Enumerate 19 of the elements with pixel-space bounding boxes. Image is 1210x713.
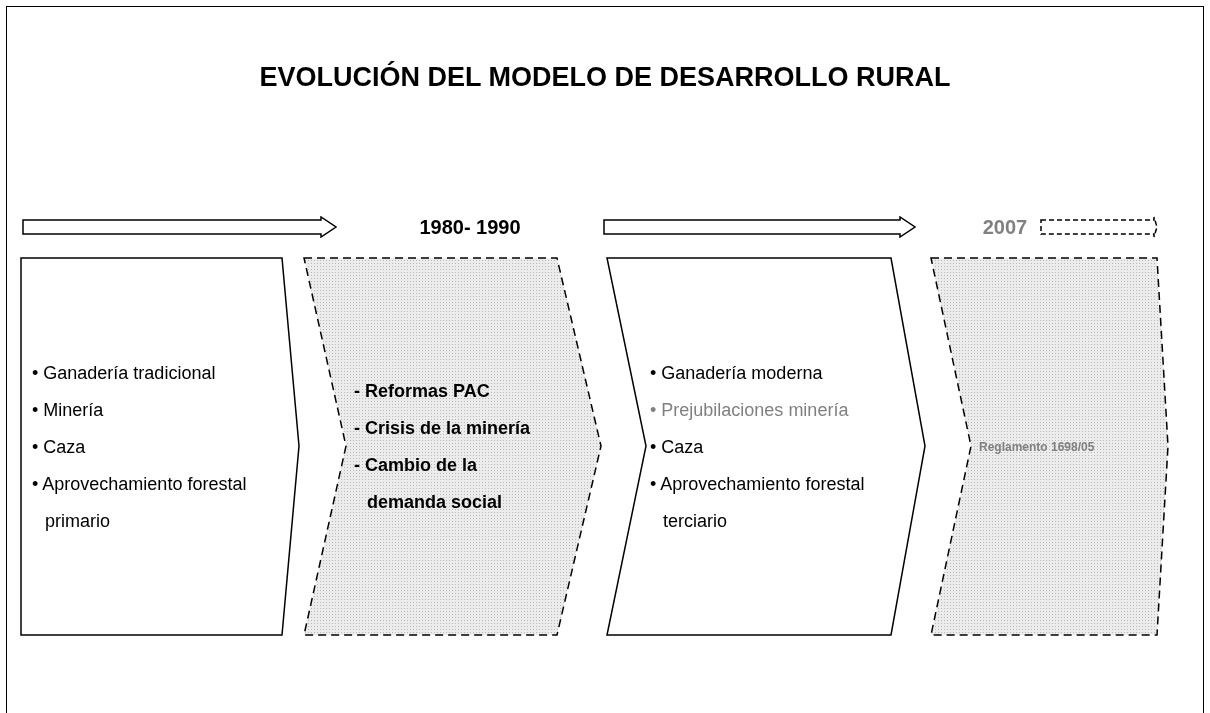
list-item: • Prejubilaciones minería bbox=[650, 398, 850, 422]
list-item: • Caza bbox=[650, 435, 705, 459]
chevron-shape bbox=[606, 257, 926, 637]
period-label: 2007 bbox=[981, 216, 1029, 239]
list-item: • Ganadería tradicional bbox=[32, 361, 217, 385]
title: EVOLUCIÓN DEL MODELO DE DESARROLLO RURAL bbox=[258, 62, 952, 93]
list-item: • Ganadería moderna bbox=[650, 361, 824, 385]
list-item: • Aprovechamiento forestal primario bbox=[32, 472, 247, 533]
list-item: • Minería bbox=[32, 398, 105, 422]
chevron-shape bbox=[302, 257, 602, 637]
chevron-shape bbox=[20, 257, 300, 637]
period-label: 1980- 1990 bbox=[418, 216, 522, 239]
chevron-shape bbox=[929, 257, 1170, 637]
list-item: - Crisis de la minería bbox=[354, 417, 532, 440]
list-item: - Cambio de la demanda social bbox=[354, 454, 504, 514]
list-item: - Reformas PAC bbox=[354, 380, 491, 403]
list-item: • Aprovechamiento forestal terciario bbox=[650, 472, 866, 533]
list-item: • Caza bbox=[32, 435, 87, 459]
list-item: Reglamento 1698/05 bbox=[979, 438, 1096, 456]
